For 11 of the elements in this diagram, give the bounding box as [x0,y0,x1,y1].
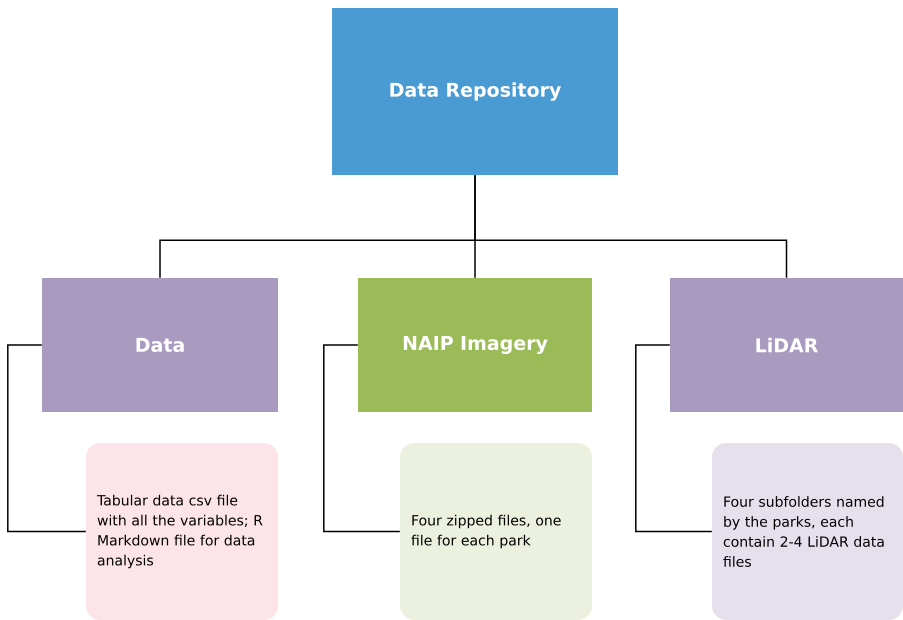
connector-line [7,344,86,532]
category-box: NAIP Imagery [358,278,592,412]
description-box: Tabular data csv file with all the variables; R Markdown file for data analysis [86,443,278,620]
title-box: Data Repository [332,8,618,175]
connector-line [323,344,400,532]
description-box: Four zipped files, one file for each park [400,443,592,620]
description-box: Four subfolders named by the parks, each contain 2-4 LiDAR data files [712,443,903,620]
connector-line [635,344,712,532]
category-box: LiDAR [670,278,903,412]
connector-line [474,175,788,278]
category-box: Data [42,278,278,412]
